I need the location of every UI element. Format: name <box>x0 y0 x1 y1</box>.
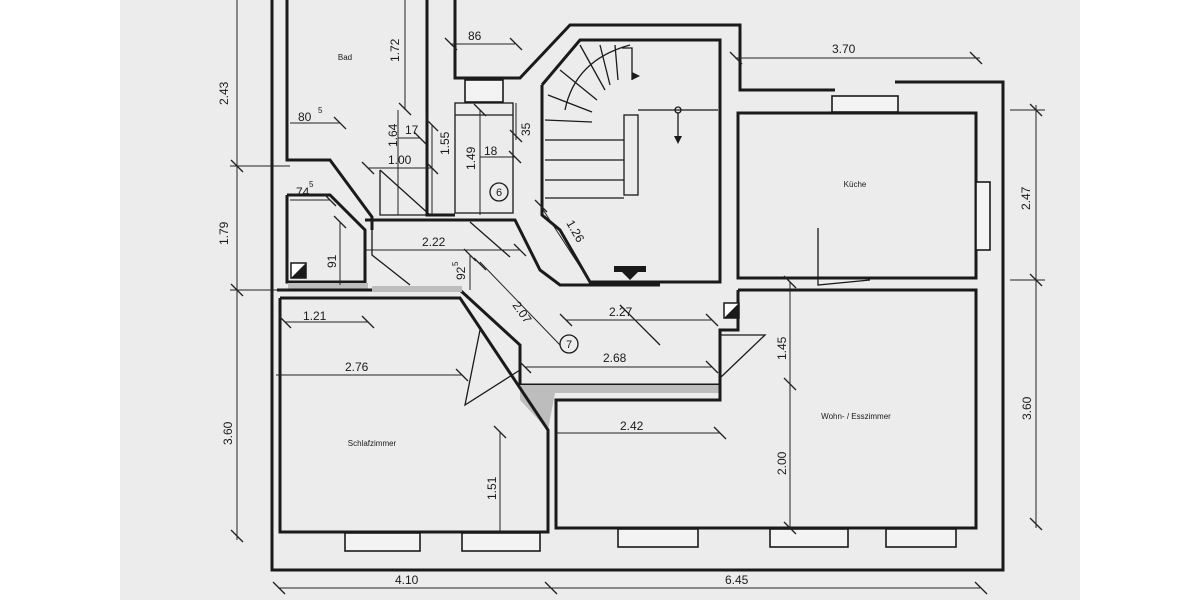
dim-360-left: 3.60 <box>221 421 235 445</box>
dim-18: 18 <box>484 144 498 158</box>
dim-247: 2.47 <box>1019 186 1033 210</box>
wall-hatch <box>520 385 720 430</box>
dim-17: 17 <box>405 123 419 137</box>
dim-86: 86 <box>468 29 482 43</box>
door-swings <box>371 169 871 407</box>
wall-hatch <box>372 286 462 292</box>
dim-242: 2.42 <box>620 419 644 433</box>
dim-172: 1.72 <box>388 38 402 62</box>
dim-155: 1.55 <box>438 131 452 155</box>
stair-outer-wall <box>453 0 835 92</box>
paper-sheet <box>120 0 1080 600</box>
chimney <box>464 79 504 103</box>
dim-80-5: 80 <box>298 110 312 124</box>
bedroom-window-2 <box>461 532 541 552</box>
stairwell-wall <box>540 38 722 284</box>
dim-92-5-sup: 5 <box>451 261 460 266</box>
room-label-bedroom: Schlafzimmer <box>348 439 397 448</box>
shaft-marker-circle <box>489 182 509 202</box>
staircase <box>544 44 718 199</box>
bedroom-window-1 <box>344 532 421 552</box>
dim-91: 91 <box>325 254 339 268</box>
dim-360-right: 3.60 <box>1020 396 1034 420</box>
hall-marker-circle <box>559 334 579 354</box>
dim-370-top: 3.70 <box>832 42 856 56</box>
dim-100: 1.00 <box>388 153 412 167</box>
dim-410: 4.10 <box>395 573 419 587</box>
dim-227: 2.27 <box>609 305 633 319</box>
dim-74-5: 74 <box>296 185 310 199</box>
living-window-3 <box>885 528 957 548</box>
dim-164: 1.64 <box>386 123 400 147</box>
kitchen-window-side <box>975 181 991 251</box>
outer-wall <box>270 0 1005 572</box>
room-label-bath: Bad <box>338 53 352 62</box>
wall-hatch <box>288 283 368 291</box>
hall-marker-label: 7 <box>566 339 572 351</box>
dim-268: 2.68 <box>603 351 627 365</box>
dim-276: 2.76 <box>345 360 369 374</box>
stair-symbols <box>290 262 740 319</box>
wc-wall <box>285 193 367 284</box>
living-window-1 <box>617 528 699 548</box>
dim-80-5-sup: 5 <box>318 106 323 115</box>
bedroom-wall <box>278 296 550 534</box>
shaft-outline <box>454 102 514 214</box>
dim-222: 2.22 <box>422 235 446 249</box>
kitchen-window <box>831 95 899 113</box>
dim-121: 1.21 <box>303 309 327 323</box>
dim-645: 6.45 <box>725 573 749 587</box>
dim-179: 1.79 <box>217 221 231 245</box>
entry-arrow <box>614 266 646 280</box>
dim-145: 1.45 <box>775 336 789 360</box>
dim-35: 35 <box>519 122 533 136</box>
dim-74-5-sup: 5 <box>309 180 314 189</box>
living-wall <box>554 288 978 530</box>
dim-243: 2.43 <box>217 81 231 105</box>
living-window-2 <box>769 528 849 548</box>
shaft-marker-label: 6 <box>496 187 502 199</box>
dimension-lines <box>230 0 1045 595</box>
hall-wall-top <box>365 218 660 287</box>
room-label-living: Wohn- / Esszimmer <box>821 412 891 421</box>
room-label-kitchen: Küche <box>844 180 867 189</box>
dim-92-5: 92 <box>454 266 468 280</box>
dim-149: 1.49 <box>464 146 478 170</box>
dim-200: 2.00 <box>775 451 789 475</box>
dimension-labels: 86 3.70 2.43 1.72 80 5 1.64 17 1.55 1.49… <box>217 29 1034 587</box>
dim-151: 1.51 <box>485 476 499 500</box>
